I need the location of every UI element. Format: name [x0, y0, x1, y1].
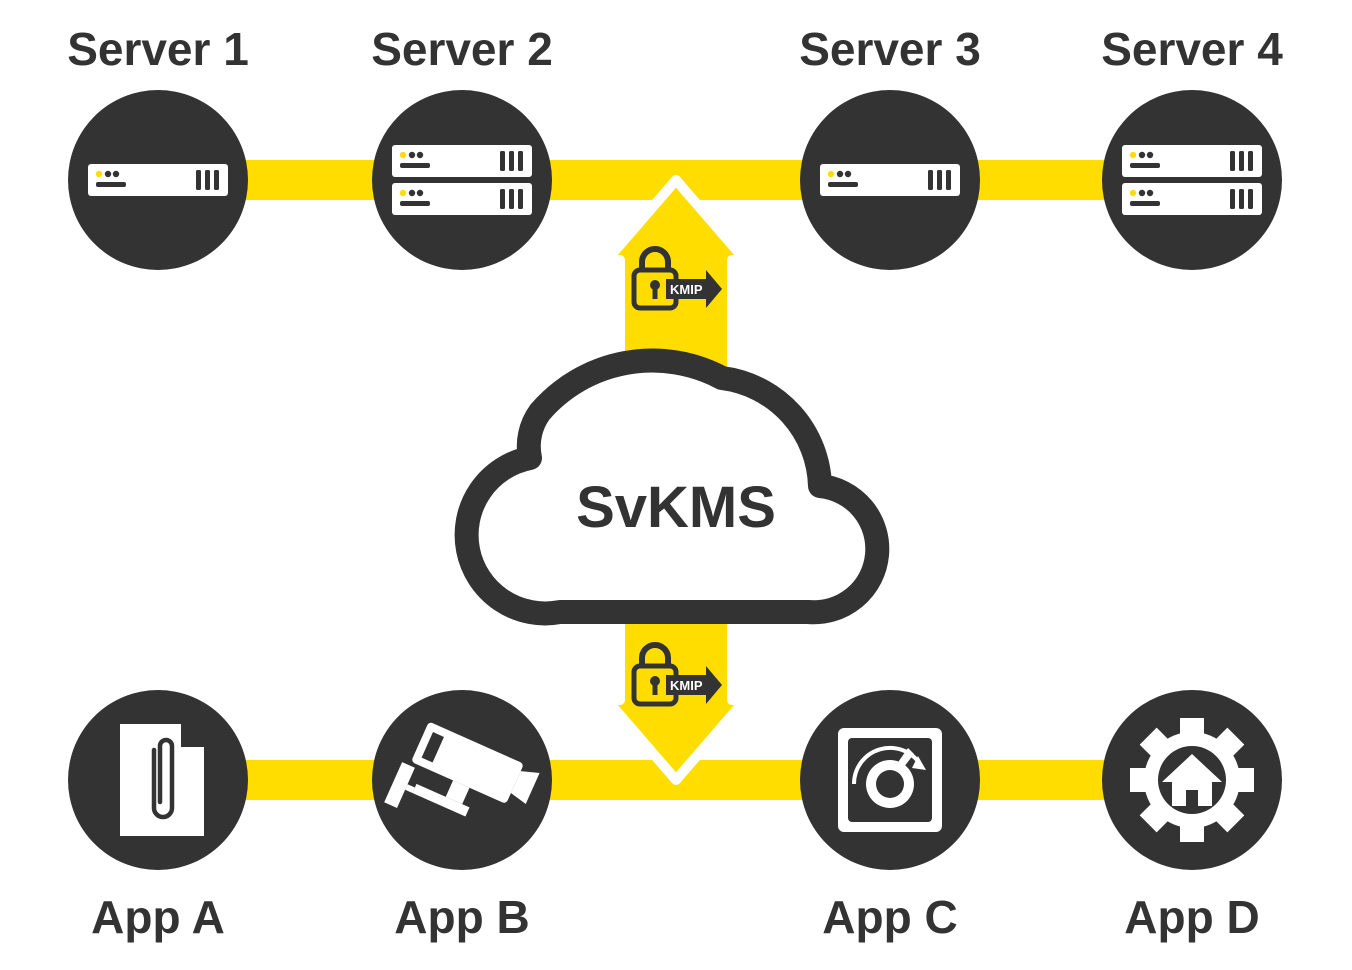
- storage-disk-icon: [838, 728, 942, 832]
- server-node-2: [372, 90, 552, 270]
- app-labels: App A App B App C App D: [91, 891, 1260, 943]
- server-node-1: [68, 90, 248, 270]
- kmip-arrow-icon: KMIP: [666, 666, 722, 704]
- app-label-a: App A: [91, 891, 225, 943]
- server-node-4: [1102, 90, 1282, 270]
- svkms-cloud: SvKMS: [454, 348, 890, 626]
- security-camera-icon: [384, 722, 540, 817]
- server-node-circle: [372, 90, 552, 270]
- app-node-c: [800, 690, 980, 870]
- kmip-badge-top: KMIP: [631, 246, 722, 311]
- cloud-icon: [454, 348, 890, 626]
- server-single-icon: [88, 164, 228, 196]
- server-node-3: [800, 90, 980, 270]
- cloud-label: SvKMS: [576, 475, 776, 540]
- server-double-icon: [1122, 145, 1262, 215]
- app-label-b: App B: [394, 891, 529, 943]
- app-node-b: [372, 690, 552, 870]
- server-label-3: Server 3: [799, 23, 981, 75]
- kmip-label: KMIP: [670, 678, 703, 693]
- app-label-d: App D: [1124, 891, 1259, 943]
- app-label-c: App C: [822, 891, 957, 943]
- server-double-icon: [392, 145, 532, 215]
- server-node-circle: [1102, 90, 1282, 270]
- server-labels: Server 1 Server 2 Server 3 Server 4: [67, 23, 1283, 75]
- server-label-4: Server 4: [1101, 23, 1283, 75]
- gear-home-icon: [1130, 718, 1254, 842]
- kmip-badge-bottom: KMIP: [631, 642, 722, 707]
- server-label-1: Server 1: [67, 23, 249, 75]
- app-node-a: [68, 690, 248, 870]
- server-single-icon: [820, 164, 960, 196]
- document-paperclip-icon: [120, 721, 207, 836]
- kmip-label: KMIP: [670, 282, 703, 297]
- app-node-d: [1102, 690, 1282, 870]
- server-label-2: Server 2: [371, 23, 553, 75]
- kmip-arrow-icon: KMIP: [666, 270, 722, 308]
